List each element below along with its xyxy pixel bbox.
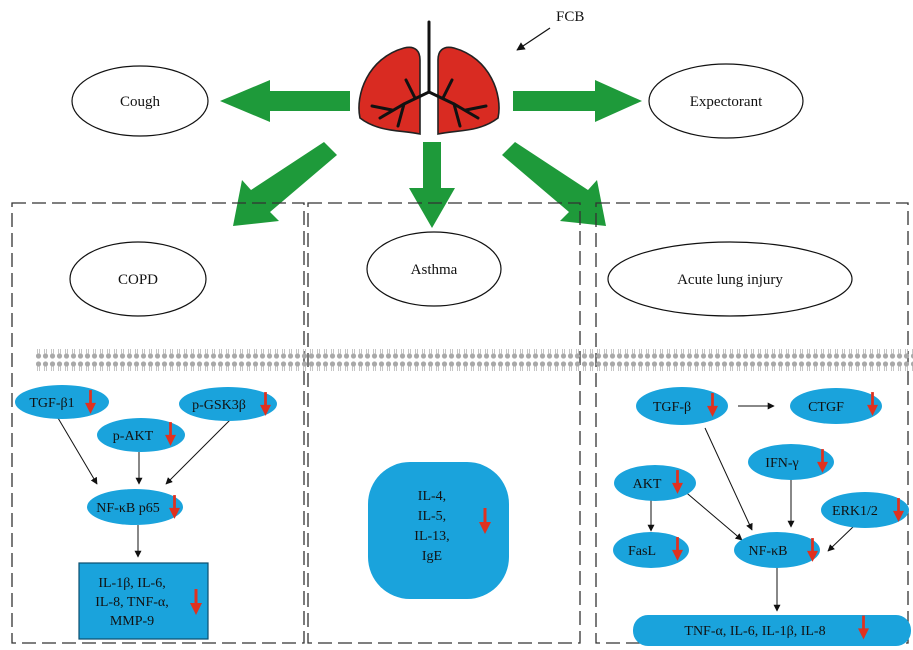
svg-text:NF-κB p65: NF-κB p65	[96, 501, 159, 516]
ali-output-box: TNF-α, IL-6, IL-1β, IL-8	[633, 615, 911, 646]
svg-text:AKT: AKT	[633, 477, 662, 492]
asthma-pathway: IL-4, IL-5, IL-13, IgE	[368, 462, 509, 599]
copd-label: COPD	[118, 272, 158, 288]
copd-output-line-2: IL-8, TNF-α,	[95, 595, 169, 610]
ali-pathway: TGF-β CTGF IFN-γ AKT ERK1/2 FasL	[613, 387, 911, 646]
fcb-label: FCB	[556, 9, 584, 25]
akt-node: AKT	[614, 465, 696, 501]
copd-panel	[11, 202, 305, 644]
fcb-label-group: FCB	[516, 9, 584, 51]
green-arrows	[220, 80, 642, 228]
svg-text:CTGF: CTGF	[808, 400, 844, 415]
asthma-output-line-3: IL-13,	[414, 529, 449, 544]
copd-output-box: IL-1β, IL-6, IL-8, TNF-α, MMP-9	[78, 562, 209, 640]
cough-label: Cough	[120, 94, 161, 110]
svg-text:IFN-γ: IFN-γ	[765, 456, 798, 471]
ali-oval: Acute lung injury	[607, 241, 853, 317]
svg-text:NF-κB: NF-κB	[749, 544, 788, 559]
asthma-output-line-1: IL-4,	[418, 489, 446, 504]
copd-oval: COPD	[69, 241, 207, 317]
arrow-to-expectorant	[513, 80, 642, 122]
asthma-output-line-2: IL-5,	[418, 509, 446, 524]
svg-text:TGF-β1: TGF-β1	[29, 396, 74, 411]
ali-label: Acute lung injury	[677, 272, 783, 288]
copd-output-line-1: IL-1β, IL-6,	[98, 576, 165, 591]
asthma-oval: Asthma	[366, 231, 502, 307]
copd-pathway: TGF-β1 p-AKT p-GSK3β NF-κB p65 IL-1β, IL…	[15, 385, 277, 640]
svg-text:p-AKT: p-AKT	[113, 429, 154, 444]
svg-text:FasL: FasL	[628, 544, 656, 559]
cough-oval: Cough	[71, 65, 209, 137]
ctgf-node: CTGF	[790, 388, 882, 424]
svg-text:p-GSK3β: p-GSK3β	[192, 398, 246, 413]
fasl-node: FasL	[613, 532, 689, 568]
expectorant-label: Expectorant	[690, 94, 763, 110]
ifng-node: IFN-γ	[748, 444, 834, 480]
pgsk3b-node: p-GSK3β	[179, 387, 277, 421]
tgfb1-node: TGF-β1	[15, 385, 109, 419]
asthma-output-box	[368, 462, 509, 599]
arrow-to-ali	[502, 142, 606, 226]
arrow-to-asthma	[409, 142, 455, 228]
lungs-icon	[358, 20, 500, 135]
copd-output-line-3: MMP-9	[110, 614, 154, 629]
nfkb-node: NF-κB	[734, 532, 820, 568]
svg-text:ERK1/2: ERK1/2	[832, 504, 878, 519]
tgfb-node: TGF-β	[636, 387, 728, 425]
asthma-label: Asthma	[411, 262, 458, 278]
fcb-pointer-arrow	[516, 27, 551, 51]
arrow-to-copd	[233, 142, 337, 226]
svg-text:TGF-β: TGF-β	[653, 400, 691, 415]
asthma-panel	[307, 202, 581, 644]
svg-text:TNF-α, IL-6, IL-1β, IL-8: TNF-α, IL-6, IL-1β, IL-8	[684, 624, 825, 639]
expectorant-oval: Expectorant	[648, 63, 804, 139]
arrow-to-cough	[220, 80, 350, 122]
cell-membrane	[36, 347, 913, 371]
nfkb-p65-node: NF-κB p65	[87, 489, 183, 525]
erk-node: ERK1/2	[821, 492, 909, 528]
asthma-output-line-4: IgE	[422, 549, 442, 564]
pakt-node: p-AKT	[97, 418, 185, 452]
